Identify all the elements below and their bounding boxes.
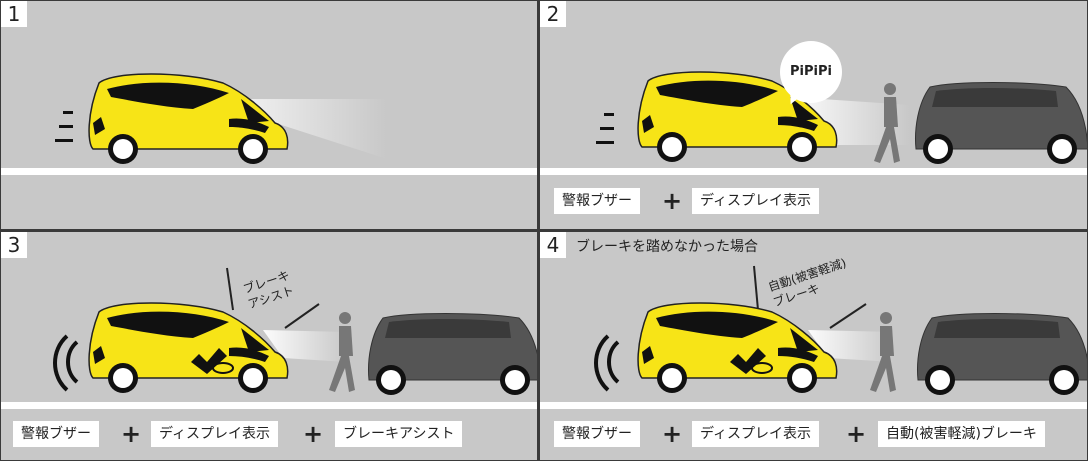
plus-sign: +	[846, 420, 867, 448]
tag-warning-buzzer: 警報ブザー	[554, 188, 640, 214]
bubble-text: PiPiPi	[790, 64, 832, 79]
tag-warning-buzzer: 警報ブザー	[554, 421, 640, 447]
panel-number: 1	[1, 1, 27, 27]
sound-waves-icon	[594, 334, 620, 392]
label-bar	[226, 267, 234, 311]
road-line	[1, 402, 537, 409]
dark-car	[917, 313, 1087, 396]
road-line	[1, 168, 537, 175]
road-line	[540, 168, 1087, 175]
yellow-car	[88, 302, 289, 394]
label-bar	[753, 265, 759, 311]
plus-sign: +	[303, 420, 324, 448]
scene-1	[1, 73, 537, 175]
plus-sign: +	[121, 420, 142, 448]
scene-3	[1, 267, 537, 409]
label-pointer	[829, 303, 867, 329]
speed-lines-icon	[596, 113, 614, 144]
sound-waves-icon	[53, 334, 79, 392]
panel-2: PiPiPi 2 警報ブザー + ディスプレイ表示	[540, 1, 1087, 229]
headlight-beam	[263, 330, 347, 362]
yellow-car	[88, 73, 289, 165]
plus-sign: +	[662, 420, 683, 448]
tag-display: ディスプレイ表示	[151, 421, 279, 447]
tag-brake-assist: ブレーキアシスト	[335, 421, 463, 447]
panel-3: ブレーキ アシスト 3 警報ブザー + ディスプレイ表示 + ブレーキアシスト	[1, 232, 537, 460]
brake-icon	[191, 348, 227, 374]
label-pointer	[284, 303, 320, 329]
panel-caption: ブレーキを踏めなかった場合	[576, 239, 758, 255]
panel-number: 3	[1, 232, 27, 258]
dark-car	[368, 313, 537, 396]
tag-warning-buzzer: 警報ブザー	[13, 421, 99, 447]
road-line	[540, 402, 1087, 409]
tag-auto-brake: 自動(被害軽減)ブレーキ	[878, 421, 1045, 447]
panel-number: 2	[540, 1, 566, 27]
panel-1: 1	[1, 1, 537, 229]
tag-display: ディスプレイ表示	[692, 188, 820, 214]
tag-display: ディスプレイ表示	[692, 421, 820, 447]
scene-4	[540, 265, 1087, 409]
panel-4: ブレーキを踏めなかった場合 自動(被害軽減) ブレーキ 4 警報ブザー + ディ…	[540, 232, 1087, 460]
panel-number: 4	[540, 232, 566, 258]
plus-sign: +	[662, 187, 683, 215]
dark-car	[915, 82, 1087, 165]
yellow-car	[637, 302, 838, 394]
brake-symbol	[212, 362, 234, 374]
speech-bubble	[780, 41, 842, 103]
brake-symbol	[751, 362, 773, 374]
scene-2	[540, 71, 1087, 175]
brake-icon	[730, 348, 766, 374]
speed-lines-icon	[55, 111, 73, 142]
